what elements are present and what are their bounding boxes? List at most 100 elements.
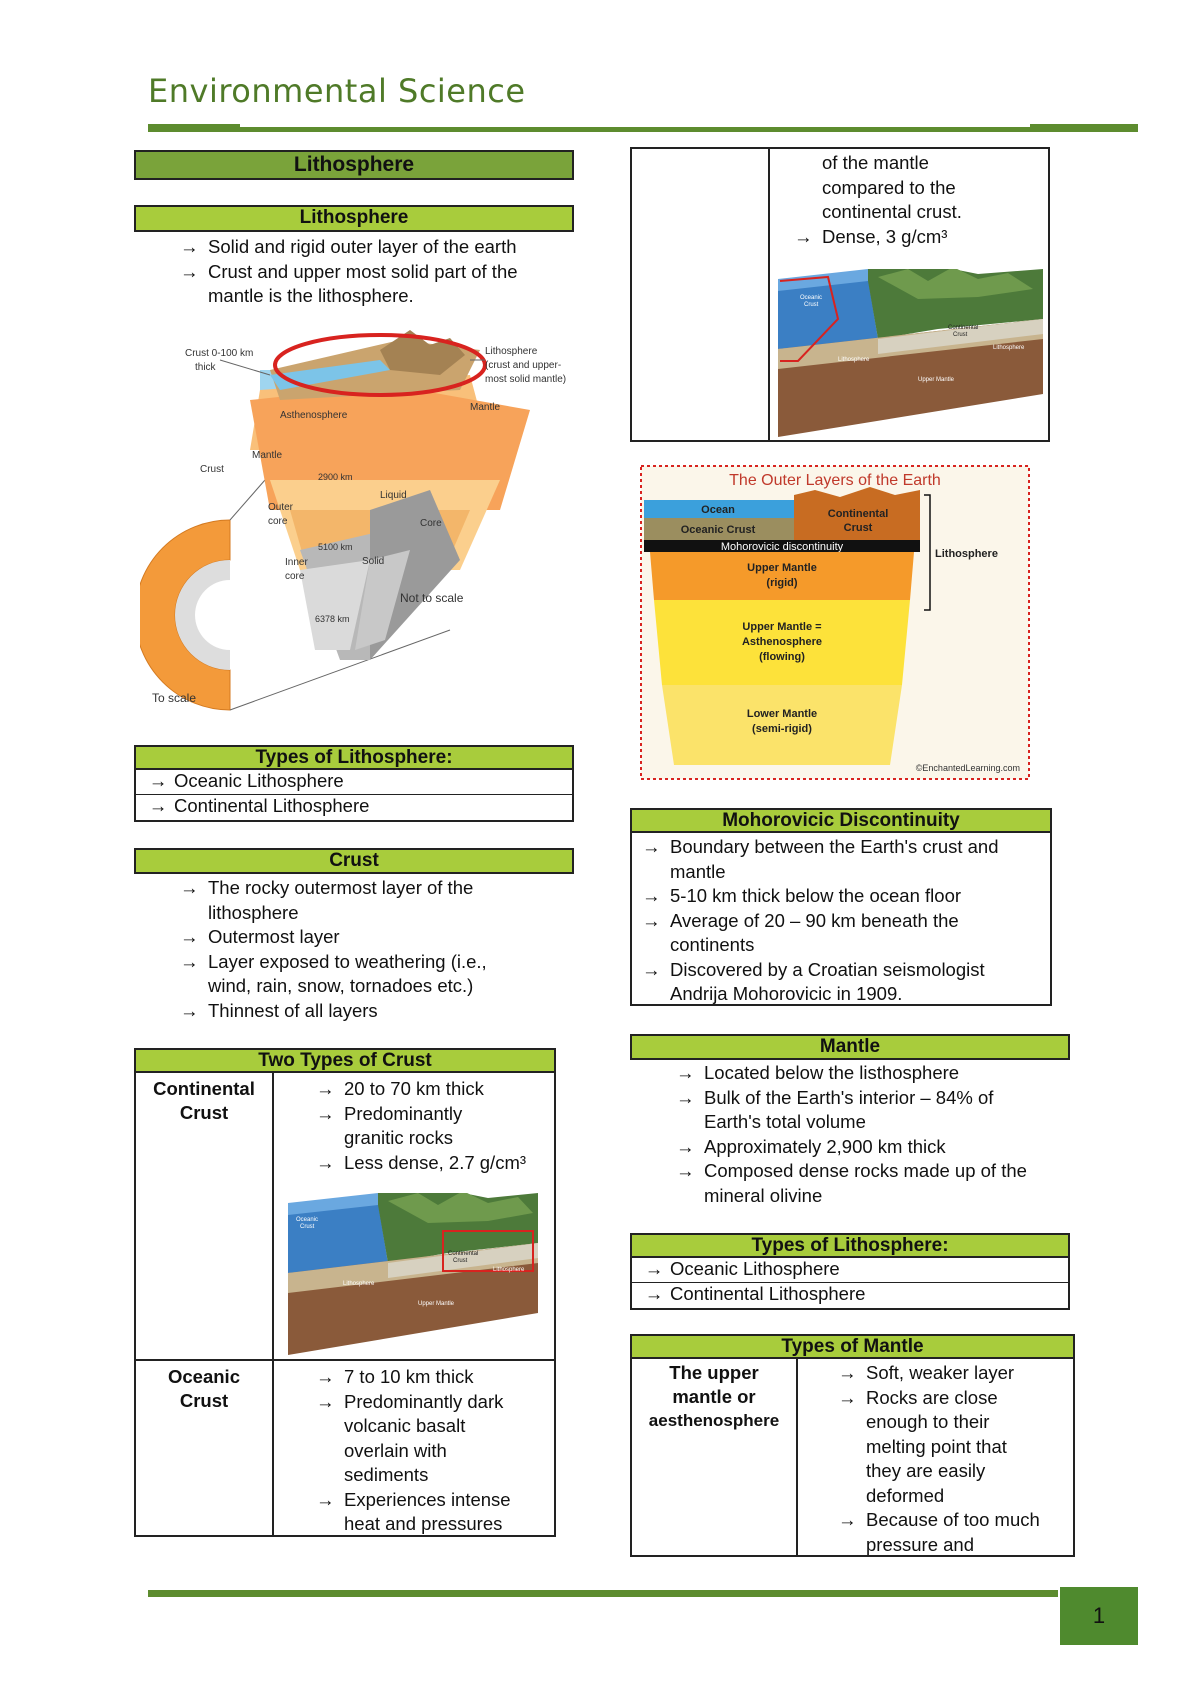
table-row: →Continental Lithosphere (632, 1282, 1068, 1306)
block-label-oceanic-2: Crust (300, 1224, 315, 1230)
types-of-mantle-heading: Types of Mantle (630, 1334, 1075, 1359)
list-item: continental crust. (822, 201, 962, 222)
list-item: →Bulk of the Earth's interior – 84% of E… (676, 1086, 1066, 1135)
label-core: Core (420, 518, 442, 529)
label-lower-mantle-2: (semi-rigid) (752, 723, 812, 735)
continued-bullets: of the mantle compared to the continenta… (794, 151, 1034, 249)
header-rule-gap (240, 124, 1030, 127)
arrow-icon: → (644, 1283, 664, 1304)
label-lithosphere-3: most solid mantle) (485, 374, 566, 385)
arrow-icon: → (642, 909, 661, 931)
arrow-icon: → (148, 795, 168, 816)
list-item: →Average of 20 – 90 km beneath the conti… (642, 909, 1042, 958)
moho-heading: Mohorovicic Discontinuity (630, 808, 1052, 833)
list-item: →Composed dense rocks made up of the min… (676, 1159, 1066, 1208)
table-row: →Oceanic Lithosphere (136, 770, 572, 794)
block-label-continental: Continental (448, 1251, 478, 1257)
list-item: →Rocks are close enough to their melting… (838, 1386, 1068, 1509)
section-title-lithosphere: Lithosphere (134, 150, 574, 180)
continued-oceanic-table: of the mantle compared to the continenta… (630, 147, 1050, 442)
label-continental-crust-2: Crust (844, 522, 873, 534)
arrow-icon: → (642, 958, 661, 980)
block-label-oceanic-2: Crust (804, 302, 819, 308)
arrow-icon: → (642, 885, 661, 906)
arrow-icon: → (316, 1488, 335, 1510)
moho-box: →Boundary between the Earth's crust and … (630, 833, 1052, 1006)
two-types-of-crust-heading: Two Types of Crust (134, 1048, 556, 1073)
block-label-lithosphere-right: Lithosphere (493, 1267, 525, 1273)
block-label-upper-mantle: Upper Mantle (918, 377, 955, 383)
crust-bullets: →The rocky outermost layer of the lithos… (180, 876, 550, 1023)
block-label-continental-2: Crust (953, 332, 968, 338)
list-item: →Outermost layer (180, 925, 550, 950)
arrow-icon: → (316, 1151, 335, 1173)
arrow-icon: → (180, 877, 199, 898)
upper-mantle-bullets: →Soft, weaker layer →Rocks are close eno… (838, 1361, 1068, 1557)
lithosphere-bullets: →Solid and rigid outer layer of the eart… (180, 235, 560, 309)
two-types-of-crust-table: Continental Crust →20 to 70 km thick →Pr… (134, 1073, 556, 1537)
label-lower-mantle: Lower Mantle (747, 708, 817, 720)
footer-rule (148, 1590, 1058, 1597)
upper-mantle-label: The upper mantle or aesthenosphere (648, 1362, 780, 1430)
arrow-icon: → (676, 1086, 695, 1108)
types-of-lithosphere-heading-right: Types of Lithosphere: (630, 1233, 1070, 1258)
arrow-icon: → (316, 1078, 335, 1099)
list-item: compared to the (822, 176, 956, 198)
arrow-icon: → (794, 225, 813, 247)
page-number: 1 (1060, 1587, 1138, 1645)
continental-crust-bullets: →20 to 70 km thick →Predominantly granit… (316, 1077, 546, 1175)
list-item: →7 to 10 km thick (316, 1365, 536, 1390)
arrow-icon: → (838, 1386, 857, 1408)
moho-bullets: →Boundary between the Earth's crust and … (642, 835, 1042, 1007)
list-item: →Experiences intense heat and pressures (316, 1488, 536, 1537)
arrow-icon: → (838, 1362, 857, 1383)
outer-layers-figure: The Outer Layers of the Earth Ocean Ocea… (640, 465, 1030, 780)
page-header-title: Environmental Science (148, 72, 526, 110)
label-astheno-2: Asthenosphere (742, 636, 822, 648)
arrow-icon: → (148, 770, 168, 791)
arrow-icon: → (180, 260, 199, 282)
list-item: →5-10 km thick below the ocean floor (642, 884, 1042, 909)
label-solid: Solid (362, 556, 384, 567)
continental-crust-figure: Oceanic Crust Continental Crust Lithosph… (288, 1193, 538, 1355)
block-label-lithosphere: Lithosphere (838, 357, 870, 363)
mantle-heading: Mantle (630, 1034, 1070, 1060)
list-item: →Located below the listhosphere (676, 1061, 1066, 1086)
arrow-icon: → (180, 236, 199, 257)
header-rule (148, 124, 1138, 132)
types-of-lithosphere-heading: Types of Lithosphere: (134, 745, 574, 770)
label-liquid: Liquid (380, 490, 407, 501)
list-item: →Approximately 2,900 km thick (676, 1135, 1066, 1160)
table-row: →Continental Lithosphere (136, 794, 572, 818)
label-upper-mantle: Upper Mantle (747, 562, 817, 574)
block-label-oceanic: Oceanic (800, 295, 822, 301)
label-5100km: 5100 km (318, 542, 353, 552)
list-item: →The rocky outermost layer of the lithos… (180, 876, 550, 925)
label-lithosphere: Lithosphere (485, 346, 538, 357)
earth-layers-figure: Crust 0-100 km thick Asthenosphere Litho… (140, 330, 566, 711)
block-label-upper-mantle: Upper Mantle (418, 1301, 455, 1307)
block-label-lithosphere-right: Lithosphere (993, 345, 1025, 351)
label-lithosphere: Lithosphere (935, 548, 998, 560)
label-inner-core: Inner (285, 557, 308, 568)
figure-credit: ©EnchantedLearning.com (916, 763, 1020, 773)
list-item: →Soft, weaker layer (838, 1361, 1068, 1386)
label-astheno-3: (flowing) (759, 651, 805, 663)
label-outer-core-2: core (268, 516, 288, 527)
arrow-icon: → (180, 950, 199, 972)
continental-crust-label: Continental Crust (153, 1078, 255, 1123)
arrow-icon: → (316, 1366, 335, 1387)
types-of-mantle-table: The upper mantle or aesthenosphere →Soft… (630, 1359, 1075, 1557)
list-item: →Layer exposed to weathering (i.e., wind… (180, 950, 550, 999)
list-item: →Discovered by a Croatian seismologist A… (642, 958, 1042, 1007)
label-to-scale: To scale (152, 691, 196, 705)
arrow-icon: → (316, 1390, 335, 1412)
block-label-continental-2: Crust (453, 1258, 468, 1264)
arrow-icon: → (316, 1102, 335, 1124)
block-label-lithosphere: Lithosphere (343, 1281, 375, 1287)
label-mantle-right: Mantle (470, 402, 500, 413)
types-of-lithosphere-table-right: →Oceanic Lithosphere →Continental Lithos… (630, 1258, 1070, 1310)
arrow-icon: → (644, 1258, 664, 1279)
label-continental-crust: Continental (828, 508, 889, 520)
label-lithosphere-2: (crust and upper- (485, 360, 561, 371)
